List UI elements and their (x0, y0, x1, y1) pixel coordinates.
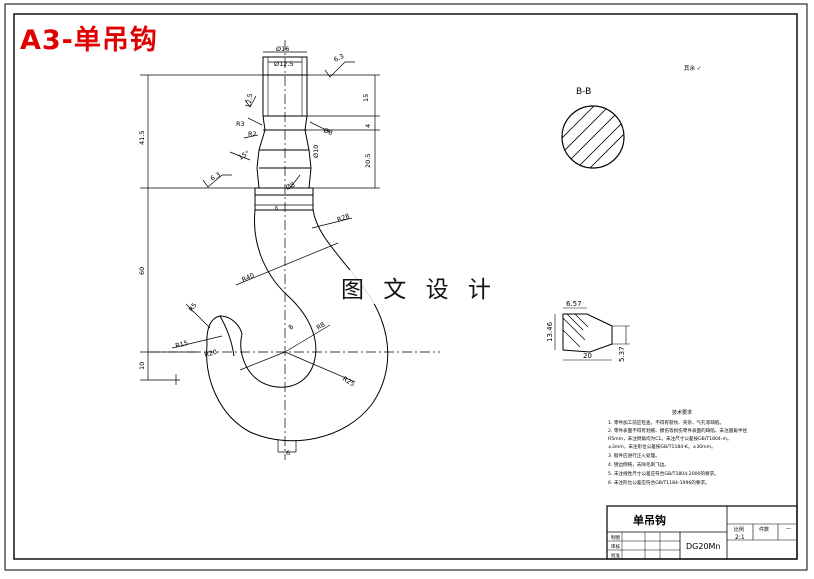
dim-d8-top: Ø8 (322, 126, 333, 137)
dim-15: 15 (362, 94, 370, 102)
top-right-roughness-note: 其余 ✓ (684, 64, 701, 72)
scale: 2:1 (735, 534, 745, 541)
tech-line: R5mm，未注倒角均为C1。未注尺寸公差按GB/T1804-m。 (608, 435, 732, 442)
dim-d16: Ø16 (276, 45, 289, 53)
check-label: 审核 (611, 543, 620, 550)
dim-12-5: 12.5 (244, 93, 254, 109)
section-label: B-B (576, 87, 591, 97)
tech-line: 2. 零件表面不得有划痕、擦伤等损伤零件表面的缺陷，未注圆角半径 (608, 427, 747, 434)
dim-r28: R28 (336, 212, 351, 224)
tech-line: 4. 锐边倒钝，去除毛刺飞边。 (608, 461, 669, 468)
left-dimension-lines (140, 51, 380, 453)
dim-vx: 8 (287, 323, 296, 332)
material: DG20Mn (686, 542, 721, 551)
dim-60: 60 (138, 267, 146, 275)
hook-body (206, 209, 389, 442)
outer-frame (4, 3, 808, 571)
watermark-text: 图 文 设 计 (337, 270, 501, 304)
title-block-text: 单吊钩 DG20Mn 比例 件数 一 2:1 制图 审核 批准 (611, 513, 791, 559)
tech-requirements: 技术要求 1. 零件加工前应检查，不得有裂纹、夹杂、气孔等缺陷。 2. 零件表面… (608, 409, 747, 486)
dim-10: 10 (138, 362, 146, 370)
ratio-label: 比例 (734, 526, 744, 533)
profile-w-bottom: 20 (583, 352, 592, 360)
dim-d10: Ø10 (312, 145, 320, 158)
dim-r40: R40 (240, 271, 255, 284)
hook-shank (254, 56, 314, 211)
center-lines (150, 40, 440, 460)
title-block (606, 505, 798, 560)
drawing-tag: A3-单吊钩 (20, 25, 158, 56)
draw-label: 制图 (611, 534, 620, 541)
dim-r15: R15 (174, 339, 188, 350)
dim-4: 4 (364, 124, 372, 128)
cross-profile (554, 307, 630, 361)
tech-line: ±3mm，未注形位公差按GB/T1184-K，±30mm。 (608, 443, 716, 450)
tech-line: 1. 零件加工前应检查，不得有裂纹、夹杂、气孔等缺陷。 (608, 419, 724, 426)
dim-r25: R25 (341, 375, 356, 388)
inner-frame (13, 13, 798, 560)
dim-d12-5: Ø12.5 (274, 60, 294, 68)
profile-labels: 6.57 13.46 20 5.37 (546, 300, 626, 362)
section-bb (561, 105, 625, 169)
dim-20-5: 20.5 (364, 154, 372, 168)
dimension-labels: Ø16 Ø12.5 6.3 15 4 20.5 41.5 60 10 12.5 … (138, 45, 372, 457)
radius-leaders (171, 217, 356, 383)
dim-r5: R5 (187, 301, 199, 313)
dim-d8-mid: Ø8 (284, 181, 296, 192)
dim-r3: R3 (236, 120, 245, 128)
profile-h-right: 5.37 (618, 346, 626, 362)
profile-w-top: 6.57 (566, 300, 582, 308)
dim-r20: R20 (203, 348, 217, 359)
tech-line: 5. 未注线性尺寸公差应符合GB/T1804-2000的要求。 (608, 470, 719, 477)
dim-r8: R8 (315, 320, 326, 331)
dim-r2: R2 (248, 130, 257, 138)
profile-h-left: 13.46 (546, 321, 554, 342)
part-name: 单吊钩 (633, 513, 666, 527)
tech-heading: 技术要求 (672, 409, 692, 416)
dim-w6: 6 (275, 206, 278, 212)
tech-line: 6. 未注形位公差应符合GB/T1184-1996的要求。 (608, 479, 710, 486)
count-value: 一 (786, 527, 791, 533)
dim-roughness-top: 6.3 (332, 52, 345, 64)
dim-roughness-mid: 6.3 (209, 171, 222, 183)
dim-bottom-6: 6 (286, 449, 290, 457)
dim-41-5: 41.5 (138, 131, 146, 145)
tech-line: 3. 锻件应进行正火处理。 (608, 452, 660, 459)
approve-label: 批准 (611, 552, 620, 559)
count-label: 件数 (759, 526, 769, 533)
